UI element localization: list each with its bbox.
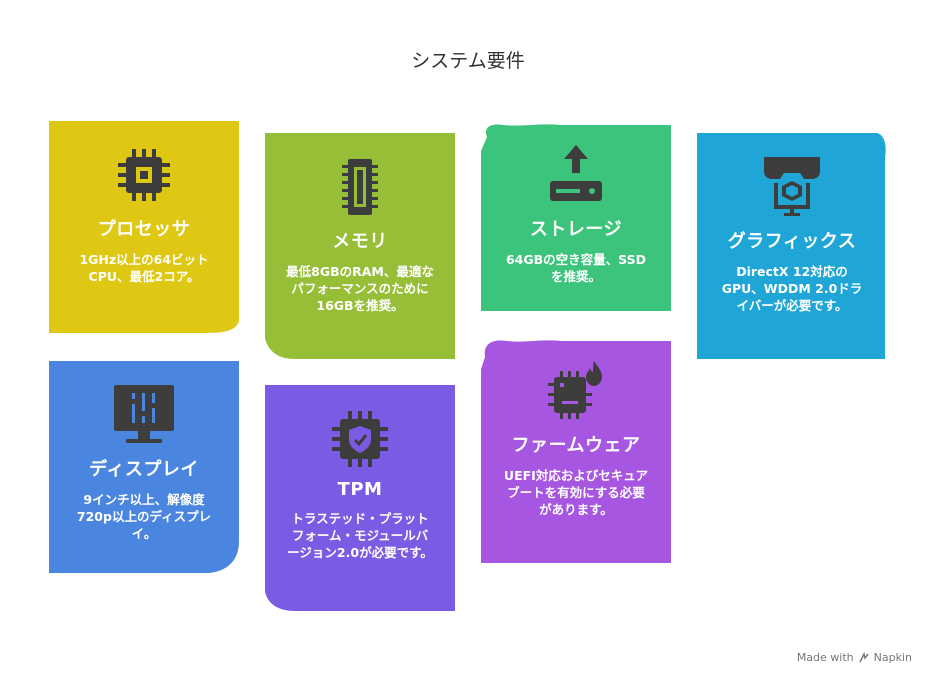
card-graphics: グラフィックス DirectX 12対応のGPU、WDDM 2.0ドライバーが必… [697,133,887,359]
card-title: ディスプレイ [89,459,199,480]
card-description: DirectX 12対応のGPU、WDDM 2.0ドライバーが必要です。 [721,264,863,313]
card-description: 64GBの空き容量、SSDを推奨。 [505,252,646,284]
card-background [49,361,239,573]
page-title: システム要件 [411,50,525,72]
card-background [49,121,239,333]
card-background [265,385,455,611]
firmware-chip-icon [548,361,602,419]
card-background [481,124,671,311]
card-title: ファームウェア [511,435,641,456]
memory-module-icon [342,159,378,215]
card-memory: メモリ 最低8GBのRAM、最適なパフォーマンスのために16GBを推奨。 [265,133,455,359]
card-description: トラステッド・プラットフォーム・モジュールバージョン2.0が必要です。 [287,511,433,560]
card-storage: ストレージ 64GBの空き容量、SSDを推奨。 [481,121,671,311]
card-title: メモリ [332,231,388,252]
card-description: UEFI対応およびセキュアブートを有効にする必要があります。 [503,468,649,517]
graphics-vr-icon [764,157,820,216]
card-display: ディスプレイ 9インチ以上、解像度720p以上のディスプレイ。 [49,361,239,575]
display-monitor-icon [114,385,174,443]
card-title: プロセッサ [97,219,191,240]
card-title: ストレージ [529,219,623,240]
card-title: TPM [337,479,383,500]
napkin-logo-icon [858,651,869,662]
card-background [265,133,455,359]
storage-drive-icon [550,145,602,201]
card-tpm: TPM トラステッド・プラットフォーム・モジュールバージョン2.0が必要です。 [265,385,455,611]
card-processor: プロセッサ 1GHz以上の64ビットCPU、最低2コア。 [49,121,239,335]
tpm-shield-chip-icon [332,411,388,467]
made-with-label: Made with [796,651,854,664]
card-background [697,133,886,359]
card-firmware: ファームウェア UEFI対応およびセキュアブートを有効にする必要があります。 [481,337,671,563]
card-description: 9インチ以上、解像度720p以上のディスプレイ。 [76,492,212,541]
card-description: 1GHz以上の64ビットCPU、最低2コア。 [79,252,209,284]
napkin-brand-label: Napkin [873,651,912,664]
processor-chip-icon [118,149,170,201]
footer-credit: Made with Napkin [797,651,912,664]
card-description: 最低8GBのRAM、最適なパフォーマンスのために16GBを推奨。 [286,264,434,313]
card-background [481,340,671,563]
card-title: グラフィックス [727,231,857,252]
